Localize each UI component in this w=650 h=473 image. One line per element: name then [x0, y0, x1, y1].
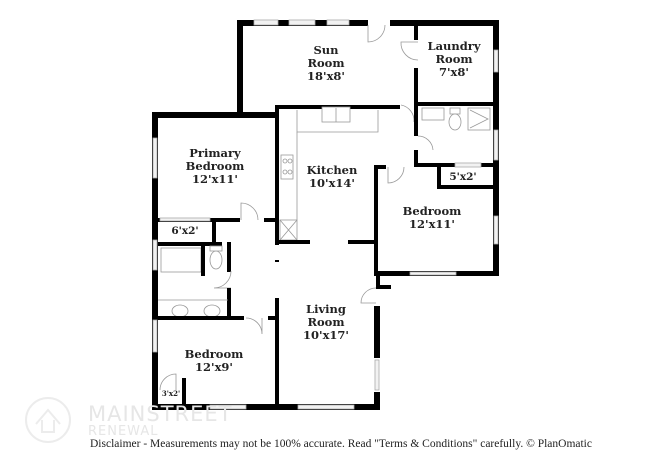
closet-label-primary: 6'x2': [171, 225, 199, 237]
disclaimer-text: Disclaimer - Measurements may not be 100…: [90, 438, 592, 450]
room-label-primary-bedroom: Primary Bedroom 12'x11': [186, 147, 245, 186]
room-size: 7'x8': [439, 65, 469, 79]
room-size: 12'x11': [409, 217, 455, 231]
room-name: Primary: [189, 146, 241, 160]
closet-label-east: 5'x2': [449, 171, 477, 183]
room-name: Room: [435, 52, 473, 66]
watermark-brand-line1: MAINSTREET: [88, 402, 233, 426]
room-label-bedroom-east: Bedroom 12'x11': [403, 205, 462, 231]
room-label-laundry-room: Laundry Room 7'x8': [427, 40, 480, 79]
room-size: 10'x14': [309, 176, 355, 190]
room-size: 10'x17': [303, 328, 349, 342]
room-name: Sun: [313, 43, 339, 57]
room-name: Room: [307, 315, 345, 329]
room-name: Living: [306, 302, 346, 316]
watermark-logo-icon: [25, 397, 71, 443]
closet-label-south: 3'x2': [161, 389, 181, 398]
room-name: Bedroom: [184, 347, 244, 361]
room-size: 18'x8': [307, 69, 345, 83]
room-size: 12'x11': [192, 172, 238, 186]
room-label-sun-room: Sun Room 18'x8': [307, 44, 345, 83]
room-name: Room: [307, 56, 345, 70]
room-name: Bedroom: [402, 204, 462, 218]
room-label-bedroom-south: Bedroom 12'x9': [185, 348, 244, 374]
watermark-brand-line2: RENEWAL: [88, 424, 159, 439]
room-size: 12'x9': [195, 360, 233, 374]
room-name: Laundry: [427, 39, 481, 53]
room-label-kitchen: Kitchen 10'x14': [307, 164, 358, 190]
room-name: Bedroom: [185, 159, 245, 173]
room-label-living-room: Living Room 10'x17': [303, 303, 349, 342]
room-name: Kitchen: [306, 163, 358, 177]
